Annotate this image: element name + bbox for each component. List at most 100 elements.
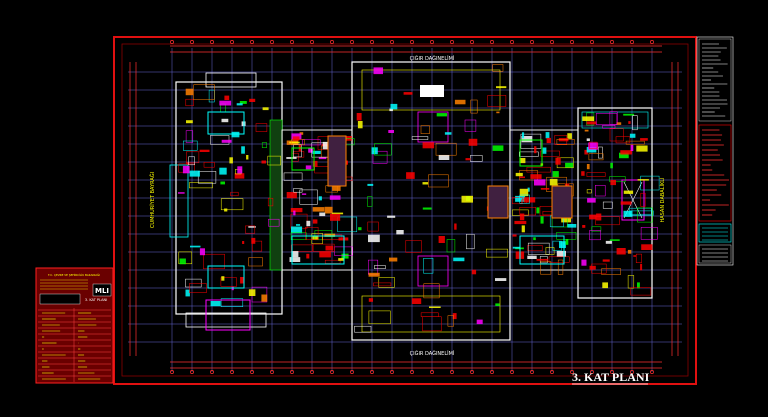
room-detail [241,146,245,154]
room-detail [530,174,542,179]
room-detail [396,230,404,235]
room-detail [565,239,569,245]
room-outline [545,247,555,255]
room-detail [637,282,640,289]
room-detail [261,294,268,302]
axis-bubble [330,40,334,44]
room-outline [252,240,263,252]
room-detail [210,301,221,307]
room-detail [178,192,185,194]
room-outline [557,259,564,275]
room-detail [289,257,301,262]
room-detail [637,179,649,181]
room-outline [602,201,613,209]
room-outline [423,258,434,274]
room-detail [318,196,322,201]
room-outline [598,146,603,159]
axis-bubble [370,40,374,44]
room-outline [629,207,652,215]
room-outline [602,124,616,129]
room-detail [221,276,225,281]
axis-bubble [650,370,654,374]
axis-bubble [610,370,614,374]
room-outline [220,277,237,287]
axis-bubble [330,370,334,374]
room-detail [623,210,633,217]
axis-bubble [450,370,454,374]
room-detail [496,86,507,89]
axis-bubble [510,370,514,374]
room-detail [248,226,256,228]
axis-bubble [350,370,354,374]
room-detail [640,263,643,271]
room-outline [411,136,429,140]
room-outline [305,227,319,240]
room-detail [602,259,610,262]
room-detail [519,188,529,197]
room-detail [406,172,415,179]
room-outline [595,216,620,226]
room-outline [183,140,198,151]
room-detail [357,121,363,129]
room-outline [589,230,601,241]
room-outline [630,287,652,296]
room-detail [536,207,540,214]
room-outline [586,172,606,177]
room-detail [286,157,297,159]
room-outline [220,298,244,307]
room-detail [231,131,240,138]
room-outline [470,99,478,114]
room-detail [290,208,303,213]
center-block [351,61,511,341]
room-detail [454,99,466,105]
room-detail [555,157,561,165]
room-detail [368,298,373,302]
room-outline [267,155,281,166]
room-outline [464,119,477,132]
room-detail [246,155,249,160]
room-outline [609,128,624,142]
axis-bubble [170,40,174,44]
room-detail [199,149,210,152]
room-detail [605,240,612,244]
street-label-right: HASAN DABALİKLİ [659,177,666,222]
room-detail [533,237,536,241]
room-outline [588,153,604,161]
axis-bubble [630,40,634,44]
dimension-lines [129,40,679,374]
room-detail [623,113,635,116]
room-outline [368,259,379,275]
room-outline [208,89,215,103]
room-outline [640,192,646,207]
room-detail [368,234,380,243]
room-detail [422,142,435,149]
room-detail [312,207,325,212]
room-outline [420,312,439,317]
room-detail [324,206,333,214]
room-outline [527,245,543,252]
axis-bubble [270,40,274,44]
room-detail [534,179,546,186]
axis-bubble [230,40,234,44]
axis-grid [128,48,682,372]
room-detail [338,258,345,261]
room-outline [373,282,392,287]
room-detail [261,160,266,164]
room-detail [586,121,597,125]
room-outline [314,166,329,174]
axis-bubble [230,370,234,374]
room-detail [185,88,194,96]
room-detail [338,237,349,241]
axis-bubble [550,40,554,44]
room-detail [565,162,574,168]
room-outline [637,207,653,223]
room-detail [515,195,526,202]
room-detail [556,250,566,257]
room-outline [299,189,318,205]
room-detail [609,239,620,241]
room-detail [330,213,341,221]
room-outline [466,233,475,250]
room-detail [286,192,297,199]
street-label-top: ÇIĞIR DAĞINELİMİ [410,55,455,62]
axis-bubble [390,40,394,44]
